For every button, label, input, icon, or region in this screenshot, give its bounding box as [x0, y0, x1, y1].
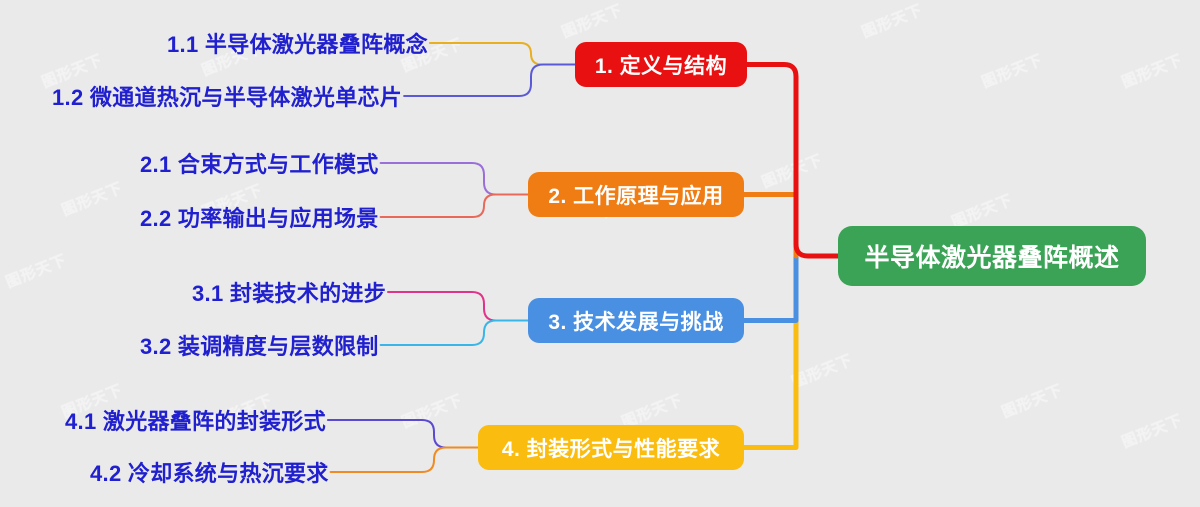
leaf-label-2-1[interactable]: 2.1 合束方式与工作模式	[140, 152, 379, 177]
leaf-connector-1-1	[428, 42, 576, 66]
leaf-label-2-2[interactable]: 2.2 功率输出与应用场景	[140, 206, 379, 231]
branch-node-1[interactable]: 1. 定义与结构	[575, 42, 747, 87]
branch-node-4[interactable]: 4. 封装形式与性能要求	[478, 425, 744, 470]
leaf-connector-4-2	[329, 446, 479, 473]
leaf-connector-4-1	[326, 419, 479, 449]
trunk-connector-1	[744, 62, 841, 259]
leaf-label-3-1[interactable]: 3.1 封装技术的进步	[192, 281, 386, 306]
leaf-label-1-1[interactable]: 1.1 半导体激光器叠阵概念	[167, 32, 428, 57]
leaf-label-4-2[interactable]: 4.2 冷却系统与热沉要求	[90, 461, 329, 486]
trunk-connector-4	[741, 253, 799, 450]
leaf-connector-1-2	[403, 63, 576, 97]
leaf-label-3-2[interactable]: 3.2 装调精度与层数限制	[140, 334, 379, 359]
branch-node-label: 3. 技术发展与挑战	[548, 310, 724, 334]
trunk-connector-3	[741, 253, 799, 323]
root-node-label: 半导体激光器叠阵概述	[864, 244, 1120, 272]
branch-node-label: 1. 定义与结构	[594, 54, 728, 78]
leaf-connector-2-1	[379, 162, 529, 196]
leaf-connector-2-2	[379, 193, 529, 218]
root-node[interactable]: 半导体激光器叠阵概述	[838, 226, 1146, 286]
trunk-connector-2	[741, 192, 799, 259]
leaf-label-1-2[interactable]: 1.2 微通道热沉与半导体激光单芯片	[52, 85, 403, 110]
branch-node-label: 4. 封装形式与性能要求	[501, 437, 721, 461]
branch-node-3[interactable]: 3. 技术发展与挑战	[528, 298, 744, 343]
leaf-connector-3-2	[379, 319, 529, 346]
leaf-connector-3-1	[387, 291, 529, 322]
leaf-label-4-1[interactable]: 4.1 激光器叠阵的封装形式	[65, 409, 326, 434]
branch-node-2[interactable]: 2. 工作原理与应用	[528, 172, 744, 217]
branch-node-label: 2. 工作原理与应用	[548, 184, 724, 208]
